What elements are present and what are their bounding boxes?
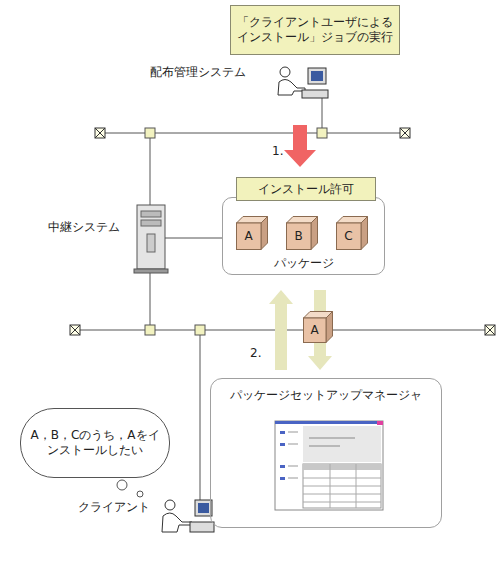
tree-line bbox=[288, 444, 298, 445]
server-bay bbox=[141, 220, 161, 226]
tree-line bbox=[288, 432, 298, 433]
cube-side bbox=[326, 312, 333, 343]
tree-item bbox=[280, 443, 285, 446]
window-line bbox=[309, 446, 340, 447]
package-letter: A bbox=[303, 318, 326, 343]
text-label: 1. bbox=[272, 144, 283, 159]
window-titlebar bbox=[275, 421, 383, 424]
monitor-screen bbox=[311, 71, 323, 81]
junction bbox=[317, 128, 327, 138]
text-holder: インストール許可 bbox=[241, 178, 371, 200]
window-frame bbox=[275, 421, 383, 510]
package-letter: A bbox=[236, 223, 261, 250]
text-holder: 「クライアントユーザによるインストール」ジョブの実行 bbox=[235, 6, 395, 54]
text-label: 中継システム bbox=[48, 220, 120, 235]
package-letter: C bbox=[336, 223, 361, 250]
terminator-cross bbox=[70, 325, 80, 335]
cube-front bbox=[337, 223, 362, 250]
package-cube: A bbox=[236, 216, 268, 250]
window-button bbox=[377, 421, 383, 425]
tree-item bbox=[280, 431, 285, 434]
text-label: クライアント bbox=[78, 500, 150, 515]
text-label: 2. bbox=[250, 346, 261, 361]
node-text: パッケージ bbox=[274, 256, 334, 271]
window-pane bbox=[303, 426, 381, 462]
text-label: 配布管理システム bbox=[150, 65, 246, 80]
cube-side bbox=[361, 217, 368, 250]
person-head bbox=[165, 500, 175, 510]
cube-side bbox=[261, 217, 268, 250]
node-text: パッケージセットアップマネージャ bbox=[230, 388, 422, 403]
package-cube: C bbox=[336, 216, 368, 250]
cube-side bbox=[311, 217, 318, 250]
cube-front bbox=[304, 318, 327, 343]
person-body bbox=[162, 513, 192, 532]
node-text: インストール許可 bbox=[258, 182, 354, 197]
cube-front bbox=[287, 223, 312, 250]
table-header bbox=[303, 464, 381, 470]
job-box: 「クライアントユーザによるインストール」ジョブの実行 bbox=[230, 5, 400, 55]
terminator-cross bbox=[400, 128, 410, 138]
junction bbox=[145, 325, 155, 335]
text-holder: パッケージセットアップマネージャ bbox=[215, 388, 437, 403]
person-head bbox=[280, 67, 290, 77]
cube-front bbox=[237, 223, 262, 250]
person-body bbox=[278, 80, 305, 96]
monitor-screen bbox=[198, 503, 209, 513]
junction bbox=[145, 128, 155, 138]
text-holder: A，B，Cのうち，Aをインストールしたい bbox=[25, 409, 165, 477]
tree-line bbox=[288, 466, 298, 467]
bubble-tail bbox=[137, 491, 143, 497]
text-holder: パッケージ bbox=[227, 256, 380, 271]
network-wire bbox=[165, 238, 222, 239]
window-table bbox=[303, 464, 381, 508]
tree-line bbox=[288, 478, 298, 479]
monitor bbox=[308, 68, 326, 84]
node-text: 「クライアントユーザによるインストール」ジョブの実行 bbox=[235, 15, 395, 45]
table-grid bbox=[303, 464, 381, 508]
package-letter: B bbox=[286, 223, 311, 250]
permission-band: インストール許可 bbox=[236, 177, 376, 201]
tree-item bbox=[280, 477, 285, 480]
pc-body bbox=[302, 90, 328, 98]
flow-arrow bbox=[269, 290, 293, 370]
server-foot bbox=[134, 269, 168, 273]
terminator-cross bbox=[485, 325, 495, 335]
terminator bbox=[400, 128, 410, 138]
window-line bbox=[309, 438, 355, 439]
flow-arrow bbox=[284, 125, 316, 167]
speech-bubble: A，B，Cのうち，Aをインストールしたい bbox=[20, 408, 170, 478]
bubble-tail bbox=[117, 480, 127, 490]
terminator-cross bbox=[95, 128, 105, 138]
node-text: A，B，Cのうち，Aをインストールしたい bbox=[25, 428, 165, 458]
tree-item bbox=[280, 465, 285, 468]
package-area: パッケージインストール許可ABC bbox=[222, 197, 385, 275]
network-wire bbox=[200, 330, 201, 505]
pc-body bbox=[190, 522, 214, 532]
terminator bbox=[95, 128, 105, 138]
server-icon bbox=[137, 205, 165, 269]
junction bbox=[195, 325, 205, 335]
package-cube: A bbox=[303, 311, 333, 343]
server-panel bbox=[147, 234, 155, 252]
server-bay bbox=[141, 211, 161, 217]
package-cube: B bbox=[286, 216, 318, 250]
terminator bbox=[70, 325, 80, 335]
setup-manager-box: パッケージセットアップマネージャ bbox=[210, 378, 442, 528]
terminator bbox=[485, 325, 495, 335]
